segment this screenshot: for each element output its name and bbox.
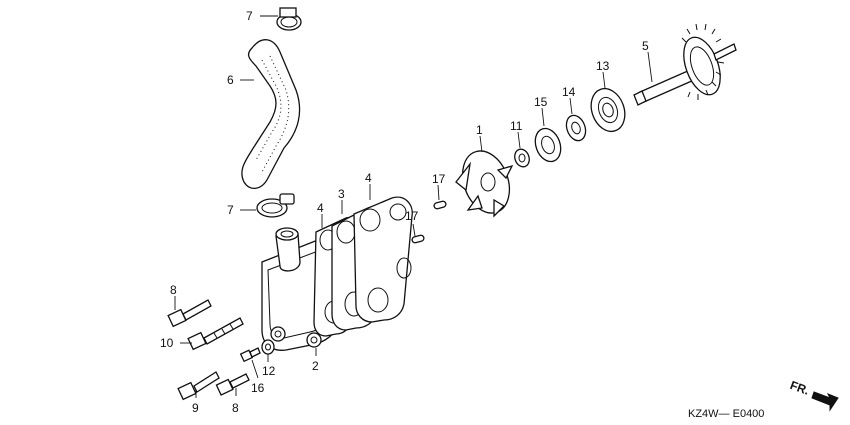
callout-13: 13 <box>596 59 610 73</box>
bolt-lower-right <box>215 373 250 396</box>
impeller <box>455 150 514 218</box>
callout-10: 10 <box>160 336 174 350</box>
bearing <box>590 87 626 133</box>
mechanical-seal <box>534 127 562 163</box>
gasket-rear <box>353 196 413 323</box>
callout-16: 16 <box>251 381 265 395</box>
callout-17-upper: 17 <box>432 172 446 186</box>
callout-8-lower: 8 <box>232 401 239 415</box>
dowel-pin-lower <box>411 234 425 244</box>
callout-14: 14 <box>562 85 576 99</box>
callout-1: 1 <box>476 123 483 137</box>
callout-4-rear: 4 <box>365 171 372 185</box>
callout-8-upper: 8 <box>170 283 177 297</box>
diagram-code: KZ4W— E0400 <box>688 408 764 420</box>
leader-lines <box>174 15 653 398</box>
callout-6: 6 <box>227 73 234 87</box>
dowel-pin-upper <box>433 200 447 210</box>
bolt-long <box>187 317 244 351</box>
front-arrow-icon <box>811 391 839 412</box>
callout-15: 15 <box>534 95 548 109</box>
water-pump-shaft-gear <box>633 23 737 106</box>
hose-clamp-lower <box>256 193 295 218</box>
callout-3: 3 <box>338 187 345 201</box>
callout-5: 5 <box>642 39 649 53</box>
callout-11: 11 <box>510 119 523 133</box>
sealing-washer <box>261 339 275 355</box>
water-hose <box>241 39 301 189</box>
callout-7-top: 7 <box>246 9 253 23</box>
callout-7-lower: 7 <box>227 203 234 217</box>
callout-2: 2 <box>312 359 319 373</box>
callout-12: 12 <box>262 364 276 378</box>
callout-4-front: 4 <box>317 201 324 215</box>
oil-seal <box>565 114 587 142</box>
washer <box>514 148 530 168</box>
drain-bolt <box>239 347 261 363</box>
bolt-upper-left <box>167 299 212 328</box>
front-indicator-label: FR. <box>788 378 811 398</box>
bolt-lower-left <box>177 371 220 401</box>
callout-9: 9 <box>192 401 199 415</box>
callout-17-lower: 17 <box>405 209 419 223</box>
hose-clamp-top <box>276 7 302 31</box>
